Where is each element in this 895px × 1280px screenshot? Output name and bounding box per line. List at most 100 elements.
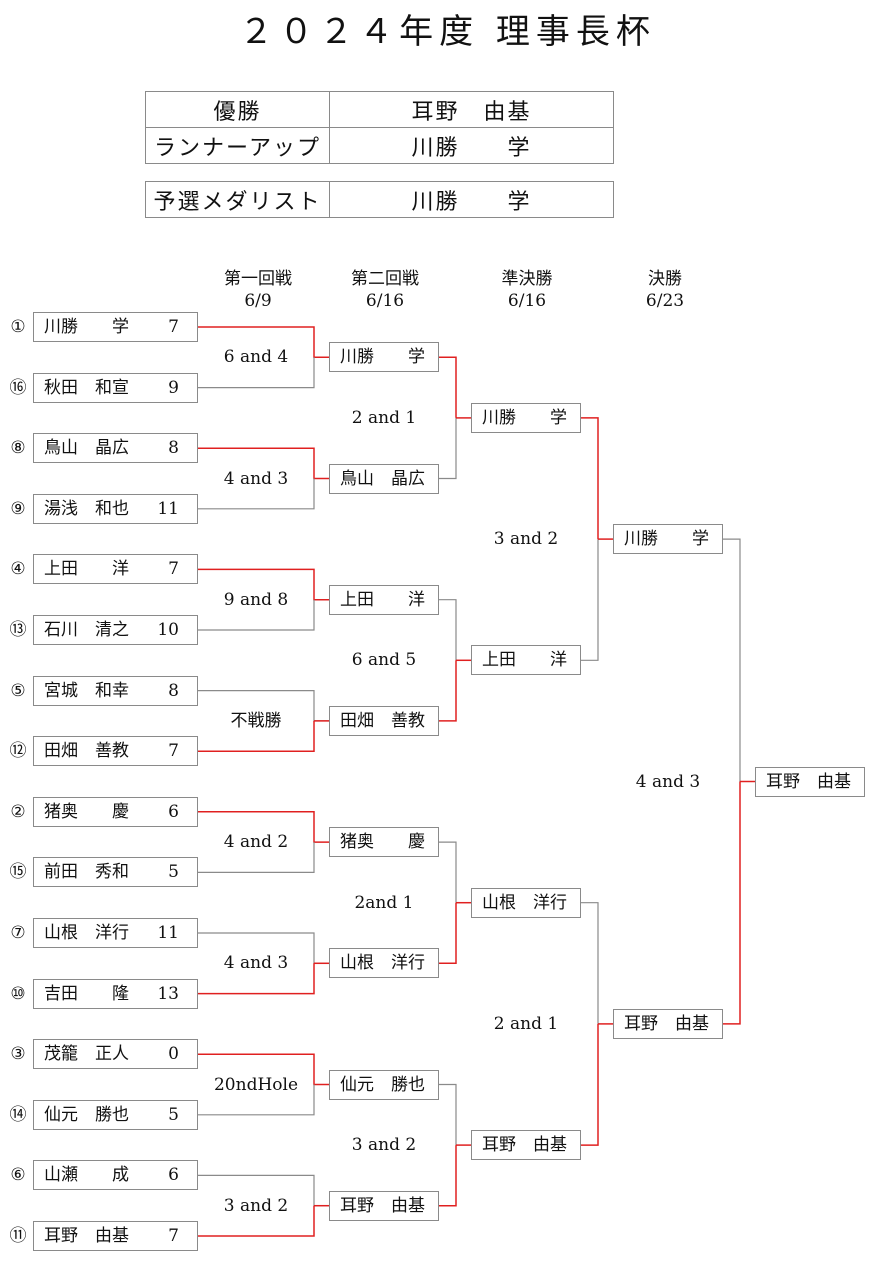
round1-connector: [198, 1205, 315, 1237]
round2-connector: [439, 902, 457, 965]
round-date: 6/23: [645, 291, 685, 311]
seed-number: ④: [10, 559, 26, 580]
player-score: 9: [168, 377, 179, 398]
round1-result: 6 and 4: [223, 347, 289, 368]
runner-up-row: ランナーアップ 川勝 学: [145, 127, 614, 164]
player-score: 7: [168, 559, 179, 580]
player-name: 上田 洋: [482, 650, 567, 671]
player-name: 耳野 由基: [482, 1135, 567, 1156]
player-name: 山根 洋行: [44, 923, 129, 943]
seed-number: ⑩: [10, 983, 26, 1004]
player-name: 上田 洋: [44, 559, 129, 580]
round1-connector: [198, 568, 329, 601]
player-name: 仙元 勝也: [44, 1104, 129, 1125]
round2-connector: [439, 841, 457, 903]
round-date: 6/9: [244, 291, 272, 311]
champion-entry: 耳野 由基: [755, 766, 865, 797]
round1-connector: [198, 599, 315, 631]
player-name: 山瀬 成: [44, 1165, 129, 1186]
final-entry: 川勝 学: [613, 524, 723, 555]
player-name: 前田 秀和: [44, 862, 129, 883]
round2-result: 2and 1: [354, 892, 414, 913]
player-score: 7: [168, 317, 179, 337]
page-title: ２０２４年度 理事長杯: [239, 12, 656, 52]
player-score: 8: [168, 438, 179, 459]
round-name: 決勝: [648, 269, 682, 289]
round2-entry: 鳥山 晶広: [329, 463, 439, 494]
player-name: 上田 洋: [340, 589, 425, 610]
player-score: 8: [168, 680, 179, 701]
player-name: 耳野 由基: [766, 771, 851, 792]
round1-connector: [198, 1053, 329, 1086]
player-name: 鳥山 晶広: [340, 468, 425, 489]
seed-number: ⑭: [9, 1104, 27, 1125]
semifinal-connector: [581, 1023, 599, 1146]
medalist-table: 予選メダリスト 川勝 学: [145, 181, 614, 218]
player-score: 11: [157, 923, 179, 943]
seed-number: ⑧: [10, 438, 26, 459]
round2-result: 2 and 1: [351, 407, 417, 428]
medalist-value: 川勝 学: [329, 181, 614, 218]
player-score: 10: [157, 620, 179, 640]
round-date: 6/16: [507, 291, 547, 311]
player-name: 猪奥 慶: [340, 832, 425, 853]
semifinal-entry: 上田 洋: [471, 645, 581, 676]
player-name: 猪奥 慶: [44, 801, 129, 822]
semifinal-entry: 耳野 由基: [471, 1130, 581, 1161]
round1-entry: 山根 洋行 11: [33, 918, 198, 948]
round2-connector: [439, 417, 457, 480]
seed-number: ⑮: [9, 862, 27, 883]
round2-entry: 上田 洋: [329, 584, 439, 615]
seed-number: ⑪: [9, 1226, 27, 1246]
round1-result: 4 and 2: [223, 832, 289, 853]
player-name: 耳野 由基: [624, 1013, 709, 1034]
player-name: 湯浅 和也: [44, 498, 129, 519]
round1-connector: [198, 478, 315, 510]
round1-result: 20ndHole: [213, 1074, 299, 1095]
semifinal-connector: [581, 539, 599, 661]
player-score: 13: [157, 983, 179, 1004]
round1-result: 4 and 3: [223, 468, 289, 489]
round1-connector: [198, 1084, 315, 1116]
seed-number: ⑫: [9, 741, 27, 762]
player-name: 仙元 勝也: [340, 1074, 425, 1095]
seed-number: ⑨: [10, 498, 26, 519]
player-name: 川勝 学: [340, 347, 425, 368]
seed-number: ⑯: [9, 377, 27, 398]
player-name: 石川 清之: [44, 620, 129, 640]
round1-result: 9 and 8: [223, 589, 289, 610]
medalist-label: 予選メダリスト: [145, 181, 330, 218]
round1-connector: [198, 842, 315, 874]
player-name: 山根 洋行: [340, 953, 425, 974]
champion-label: 優勝: [145, 91, 330, 128]
seed-number: ③: [10, 1044, 26, 1065]
round1-connector: [198, 963, 315, 995]
seed-number: ①: [10, 317, 26, 337]
seed-number: ⑬: [9, 620, 27, 640]
round2-result: 3 and 2: [351, 1135, 417, 1156]
runner-up-value: 川勝 学: [329, 127, 614, 164]
round1-entry: 石川 清之 10: [33, 615, 198, 645]
semifinal-entry: 山根 洋行: [471, 887, 581, 918]
round-name: 第一回戦: [224, 269, 292, 289]
semifinal-result: 3 and 2: [493, 529, 559, 550]
round2-connector: [439, 599, 457, 661]
medalist-row: 予選メダリスト 川勝 学: [145, 181, 614, 218]
player-name: 川勝 学: [482, 407, 567, 428]
round2-entry: 耳野 由基: [329, 1190, 439, 1221]
round1-entry: 上田 洋 7: [33, 554, 198, 585]
seed-number: ⑥: [10, 1165, 26, 1186]
round2-entry: 仙元 勝也: [329, 1069, 439, 1100]
seed-number: ⑦: [10, 923, 26, 943]
player-score: 0: [168, 1044, 179, 1065]
